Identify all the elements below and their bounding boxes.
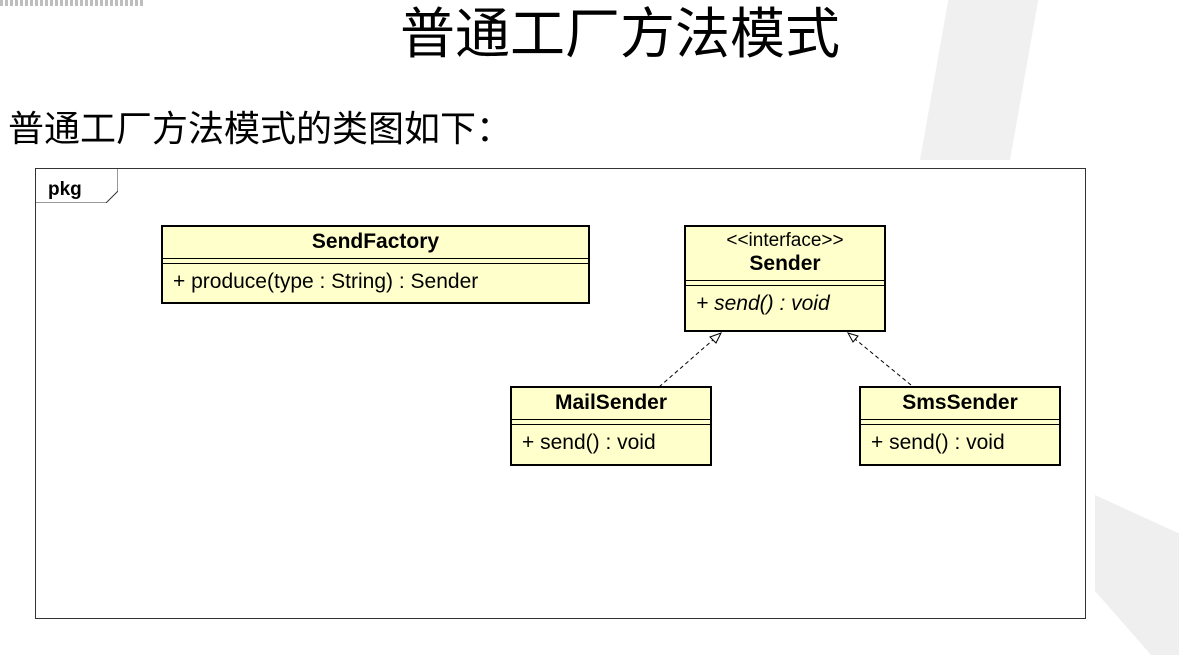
class-mailsender-operation: + send() : void — [522, 431, 656, 454]
class-sender-operation: + send() : void — [696, 292, 830, 315]
class-mailsender-header: MailSender — [512, 388, 710, 420]
class-mailsender-attributes — [512, 420, 710, 425]
class-sender-stereotype: <<interface>> — [726, 230, 844, 251]
class-sender: <<interface>> Sender + send() : void — [684, 225, 886, 332]
class-sendfactory-header: SendFactory — [163, 227, 588, 259]
package-tab — [36, 169, 118, 203]
class-sendfactory-attributes — [163, 259, 588, 264]
background-decoration-bottom — [1095, 495, 1179, 655]
class-sendfactory: SendFactory + produce(type : String) : S… — [161, 225, 590, 304]
class-smssender-operation: + send() : void — [871, 431, 1005, 454]
class-sendfactory-name: SendFactory — [311, 230, 440, 253]
class-sendfactory-operation: + produce(type : String) : Sender — [173, 270, 479, 293]
slide-title: 普通工厂方法模式 — [399, 2, 840, 66]
class-mailsender: MailSender + send() : void — [510, 386, 712, 466]
class-smssender: SmsSender + send() : void — [859, 386, 1061, 466]
class-sender-name: Sender — [749, 252, 821, 275]
class-sender-header: <<interface>> Sender — [686, 227, 884, 281]
package-label: pkg — [48, 179, 82, 200]
class-sender-attributes — [686, 281, 884, 286]
class-smssender-attributes — [861, 420, 1059, 425]
class-smssender-name: SmsSender — [902, 391, 1018, 414]
corner-watermark — [0, 0, 145, 6]
class-mailsender-name: MailSender — [554, 391, 668, 414]
slide-subtitle: 普通工厂方法模式的类图如下： — [8, 109, 513, 150]
class-smssender-header: SmsSender — [861, 388, 1059, 420]
